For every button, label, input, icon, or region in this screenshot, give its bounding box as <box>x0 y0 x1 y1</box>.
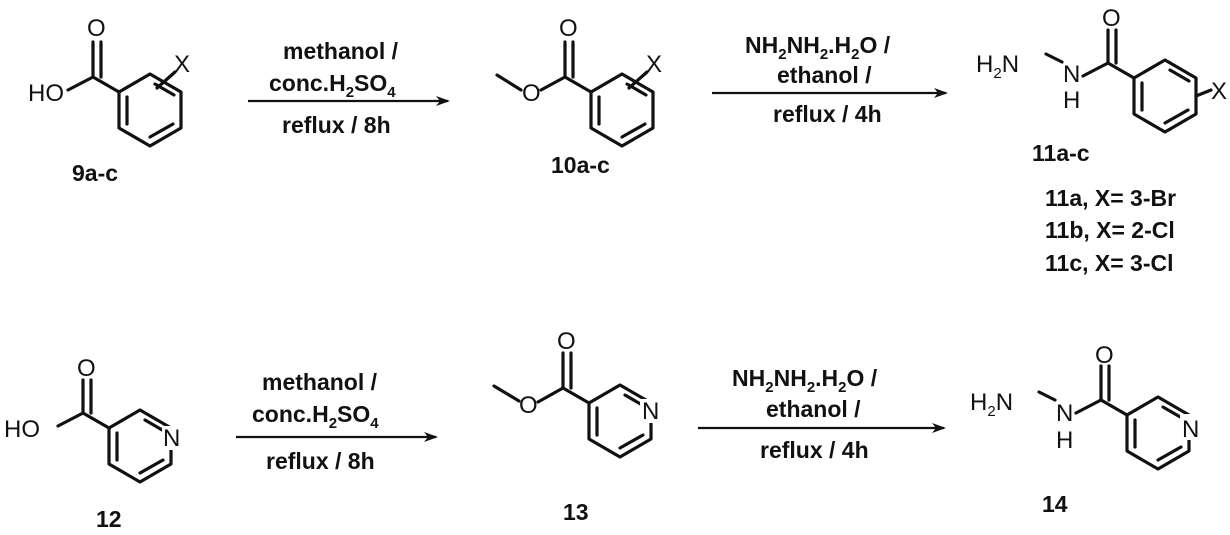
substituent-11a: 11a, X= 3-Br <box>1045 185 1176 211</box>
compound-14-structure: O N H H2N N <box>970 342 1204 471</box>
conditions-acid: conc.H2SO4 <box>269 70 396 101</box>
atom-oxygen: O <box>1102 5 1121 32</box>
atom-amine-n: N <box>1063 61 1080 88</box>
conditions-reflux: reflux / 4h <box>773 101 882 127</box>
conditions-ethanol: ethanol / <box>766 396 861 422</box>
atom-pyridine-n: N <box>163 425 180 452</box>
conditions-reflux: reflux / 8h <box>282 112 391 138</box>
reaction-arrow-2: NH2NH2.H2O / ethanol / reflux / 4h <box>712 32 948 127</box>
reaction-arrow-3: methanol / conc.H2SO4 reflux / 8h <box>236 369 438 474</box>
atom-amine-h: H <box>1063 87 1080 114</box>
compound-label-10: 10a-c <box>551 152 610 178</box>
compound-10-structure: O O X <box>495 15 662 148</box>
compound-11-structure: O N H H2N X <box>976 5 1227 134</box>
atom-nh2: H2N <box>970 389 1013 420</box>
compound-label-12: 12 <box>96 506 122 532</box>
conditions-reflux: reflux / 4h <box>760 437 869 463</box>
atom-pyridine-n: N <box>642 398 659 425</box>
compound-13-structure: O O N <box>492 328 664 459</box>
compound-label-13: 13 <box>563 499 589 525</box>
conditions-methanol: methanol / <box>283 38 399 64</box>
atom-oxygen: O <box>519 392 538 419</box>
atom-oxygen: O <box>77 355 96 382</box>
substituent-11b: 11b, X= 2-Cl <box>1045 217 1175 243</box>
compound-9-structure: O HO X <box>28 15 190 148</box>
atom-oxygen: O <box>559 15 578 42</box>
compound-12-structure: O HO N <box>4 355 184 484</box>
conditions-methanol: methanol / <box>262 369 378 395</box>
conditions-reflux: reflux / 8h <box>266 448 375 474</box>
atom-pyridine-n: N <box>1182 416 1199 443</box>
conditions-acid: conc.H2SO4 <box>252 401 379 432</box>
conditions-hydrazine: NH2NH2.H2O / <box>745 32 891 63</box>
conditions-hydrazine: NH2NH2.H2O / <box>732 365 878 396</box>
reaction-arrow-1: methanol / conc.H2SO4 reflux / 8h <box>248 38 450 138</box>
atom-amine-h: H <box>1056 427 1073 454</box>
reaction-arrow-4: NH2NH2.H2O / ethanol / reflux / 4h <box>698 365 946 463</box>
atom-x: X <box>646 51 662 78</box>
conditions-ethanol: ethanol / <box>777 62 872 88</box>
compound-label-11: 11a-c <box>1032 140 1090 166</box>
atom-x: X <box>174 51 190 78</box>
atom-oxygen: O <box>522 80 541 107</box>
atom-nh2: H2N <box>976 51 1019 82</box>
atom-hydroxyl: HO <box>28 80 64 107</box>
compound-label-14: 14 <box>1042 491 1068 517</box>
substituent-11c: 11c, X= 3-Cl <box>1045 250 1174 276</box>
atom-oxygen: O <box>87 15 106 42</box>
atom-hydroxyl: HO <box>4 416 40 443</box>
atom-oxygen: O <box>1095 342 1114 369</box>
atom-x: X <box>1211 78 1227 105</box>
atom-amine-n: N <box>1056 400 1073 427</box>
compound-label-9: 9a-c <box>72 160 118 186</box>
atom-oxygen: O <box>557 328 576 355</box>
